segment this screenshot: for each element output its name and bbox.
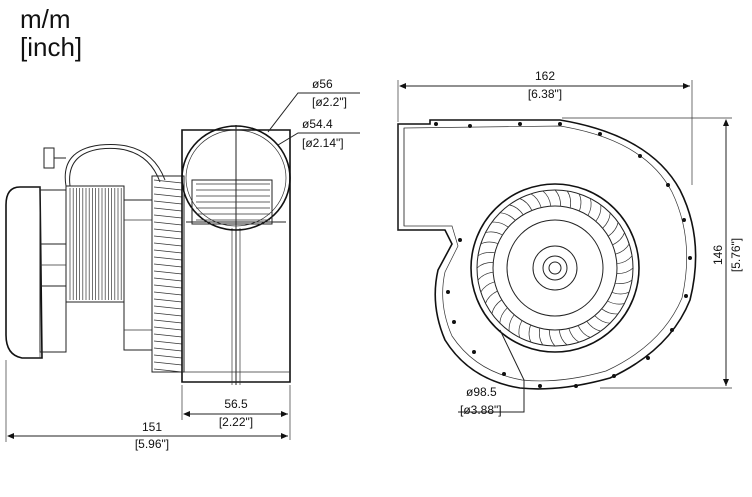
front-view [397, 119, 697, 390]
scroll-housing [397, 119, 697, 390]
impeller-outer [470, 183, 640, 353]
dim-outlet-outer-inch: [ø2.2"] [312, 95, 347, 109]
dim-overall-depth-inch: [5.96"] [135, 437, 169, 451]
dim-height-mm: 146 [711, 245, 725, 265]
wire-loop [64, 143, 166, 187]
dim-height-inch: [5.76"] [729, 238, 743, 272]
dim-height [562, 117, 732, 389]
shaft [548, 261, 562, 275]
dim-housing-depth-mm: 56.5 [224, 397, 248, 411]
dim-width [397, 80, 693, 185]
dim-overall-depth-mm: 151 [142, 420, 162, 434]
impeller-blades [476, 189, 634, 347]
fan-blades [153, 179, 183, 373]
dim-impeller-inch: [ø3.88"] [460, 403, 502, 417]
terminal [43, 147, 55, 169]
motor-hub [506, 219, 604, 317]
dim-housing-depth [181, 385, 291, 440]
dim-width-mm: 162 [535, 69, 555, 83]
blower-housing-side [181, 129, 291, 383]
units-label-mm: m/m [20, 4, 71, 34]
side-view [5, 125, 291, 385]
outlet-circle [181, 125, 291, 231]
dim-outlet-outer-mm: ø56 [312, 77, 333, 91]
dim-impeller-mm: ø98.5 [466, 385, 497, 399]
impeller-leader [458, 329, 525, 413]
dim-overall-depth [5, 360, 288, 442]
fan-blade-region [151, 175, 185, 373]
motor-back-cover [5, 186, 43, 359]
units-label-inch: [inch] [20, 32, 83, 62]
dim-outlet-inner-mm: ø54.4 [302, 117, 333, 131]
stator-laminations [69, 188, 122, 300]
outlet-louvers [196, 183, 270, 221]
mounting-holes [434, 122, 692, 388]
motor-stator [65, 185, 125, 303]
dim-housing-depth-inch: [2.22"] [219, 415, 253, 429]
dim-outlet-inner-inch: [ø2.14"] [302, 136, 344, 150]
motor-bracket [123, 199, 153, 351]
motor-frame [39, 189, 67, 353]
outlet-leaders [267, 92, 360, 146]
dim-width-inch: [6.38"] [528, 87, 562, 101]
